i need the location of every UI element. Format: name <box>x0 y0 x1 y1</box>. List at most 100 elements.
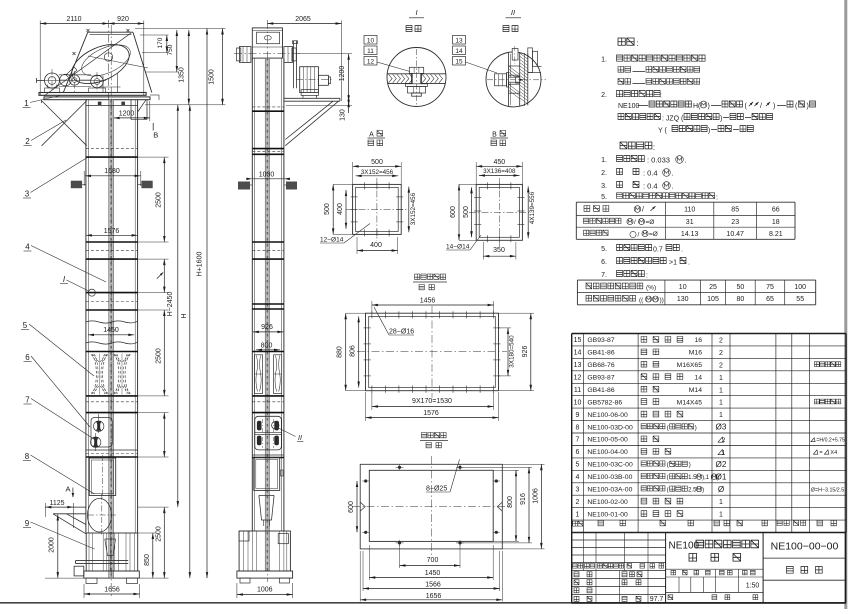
svg-text:(: ( <box>667 488 669 494</box>
svg-text:H(: H( <box>693 103 701 110</box>
svg-text:1.: 1. <box>601 157 607 164</box>
svg-text:500: 500 <box>371 159 383 166</box>
svg-text:): ) <box>702 488 704 494</box>
svg-text:1.5: 1.5 <box>688 475 697 481</box>
svg-text:M14X45: M14X45 <box>677 399 703 406</box>
svg-text:6: 6 <box>25 353 30 362</box>
svg-text:1456: 1456 <box>420 298 436 305</box>
svg-text:I: I <box>63 275 66 284</box>
svg-text:1: 1 <box>719 375 723 382</box>
svg-text:450: 450 <box>493 159 505 166</box>
svg-text:3.: 3. <box>601 183 607 190</box>
svg-text:NE100-03A-00: NE100-03A-00 <box>587 487 632 494</box>
svg-text:3X180=540: 3X180=540 <box>509 335 516 368</box>
svg-text:1: 1 <box>719 400 723 407</box>
svg-text:H−2450: H−2450 <box>167 292 174 317</box>
svg-text:8.21: 8.21 <box>769 231 783 238</box>
svg-text:2: 2 <box>722 437 726 444</box>
svg-text:85: 85 <box>731 206 739 213</box>
svg-text:): ) <box>717 475 719 481</box>
svg-text:28−Ø16: 28−Ø16 <box>389 329 414 336</box>
svg-text:11: 11 <box>574 387 581 394</box>
svg-text:6: 6 <box>576 449 580 456</box>
svg-text:): ) <box>720 116 722 123</box>
svg-text:100: 100 <box>794 284 806 291</box>
svg-text:1200: 1200 <box>119 111 135 118</box>
svg-text:13: 13 <box>455 37 463 44</box>
svg-text:2000: 2000 <box>49 537 56 553</box>
svg-text:NE100: NE100 <box>669 541 700 552</box>
svg-text:(: ( <box>667 475 669 481</box>
svg-text:Ø=H−3.15/2.5: Ø=H−3.15/2.5 <box>811 488 844 494</box>
svg-text:170: 170 <box>157 37 164 48</box>
svg-text:NE100-05-00: NE100-05-00 <box>587 437 628 444</box>
svg-text:NE100-01-00: NE100-01-00 <box>587 511 628 518</box>
svg-text:5.: 5. <box>601 246 607 253</box>
svg-text:880: 880 <box>337 346 344 358</box>
svg-text:NE100-03C-00: NE100-03C-00 <box>587 462 633 469</box>
svg-text:800: 800 <box>261 343 273 350</box>
svg-text:: JZQ (: : JZQ ( <box>662 116 684 123</box>
svg-text:7.: 7. <box>601 272 607 279</box>
svg-text:1576: 1576 <box>423 410 439 417</box>
svg-text:)): )) <box>660 297 664 304</box>
svg-text:10: 10 <box>574 399 582 406</box>
svg-text:Ø1: Ø1 <box>716 472 727 481</box>
svg-text:25: 25 <box>709 284 717 291</box>
svg-text:1006: 1006 <box>257 587 273 594</box>
svg-text:1680: 1680 <box>104 168 120 175</box>
svg-text:NE100-06-00: NE100-06-00 <box>587 412 628 419</box>
svg-text:926: 926 <box>261 324 273 331</box>
svg-text:=H/0.2+5.75: =H/0.2+5.75 <box>816 438 845 444</box>
svg-text:926: 926 <box>522 346 529 358</box>
svg-text:2.: 2. <box>601 170 607 177</box>
svg-text:80: 80 <box>737 296 745 303</box>
svg-text:806: 806 <box>350 345 357 357</box>
svg-text:10.47: 10.47 <box>726 231 744 238</box>
svg-text:/: / <box>760 103 762 110</box>
svg-text:2500: 2500 <box>155 348 162 364</box>
svg-text::: : <box>660 93 662 100</box>
svg-text:1006: 1006 <box>532 488 539 504</box>
svg-text:1200: 1200 <box>339 66 346 82</box>
svg-text:350: 350 <box>493 247 505 254</box>
svg-text:(: ( <box>667 424 670 431</box>
svg-text:GB41-86: GB41-86 <box>587 350 614 357</box>
svg-text:5: 5 <box>576 462 580 469</box>
svg-text:75: 75 <box>766 284 774 291</box>
svg-text:7: 7 <box>25 396 30 405</box>
svg-text:2: 2 <box>719 350 723 357</box>
svg-text:NE100-02-00: NE100-02-00 <box>587 499 628 506</box>
svg-text:1: 1 <box>576 511 580 518</box>
svg-text:.: . <box>688 260 690 267</box>
svg-text:3X152=456: 3X152=456 <box>410 192 417 225</box>
svg-text:850: 850 <box>144 554 151 566</box>
svg-text:1:50: 1:50 <box>746 583 760 590</box>
svg-text:2500: 2500 <box>155 526 162 542</box>
svg-text:4X139=556: 4X139=556 <box>529 191 536 224</box>
svg-text:5.: 5. <box>601 194 607 201</box>
svg-text:),1 (: ),1 ( <box>702 475 713 481</box>
svg-text:>1: >1 <box>669 260 677 267</box>
svg-text:M16: M16 <box>689 350 702 357</box>
svg-text:6.: 6. <box>601 259 607 266</box>
svg-text:Ø3: Ø3 <box>716 423 727 432</box>
svg-text:/: / <box>634 219 636 226</box>
svg-text:2.5: 2.5 <box>688 488 697 494</box>
svg-text:1656: 1656 <box>104 587 120 594</box>
svg-text:1: 1 <box>24 99 29 108</box>
svg-text:): ) <box>807 103 809 110</box>
svg-text:500: 500 <box>463 206 470 218</box>
svg-text:Y (: Y ( <box>658 128 667 135</box>
svg-text:M14: M14 <box>689 387 702 394</box>
svg-text:): ) <box>773 103 775 110</box>
svg-text:3: 3 <box>576 487 580 494</box>
svg-text:1.: 1. <box>601 57 607 64</box>
svg-text::: : <box>716 195 718 202</box>
svg-text:23: 23 <box>731 219 739 226</box>
svg-text:NE100-04-00: NE100-04-00 <box>587 449 628 456</box>
svg-text:.: . <box>681 247 683 254</box>
svg-text:1: 1 <box>722 450 726 457</box>
svg-text:2.: 2. <box>601 92 607 99</box>
svg-text:500: 500 <box>324 203 331 215</box>
